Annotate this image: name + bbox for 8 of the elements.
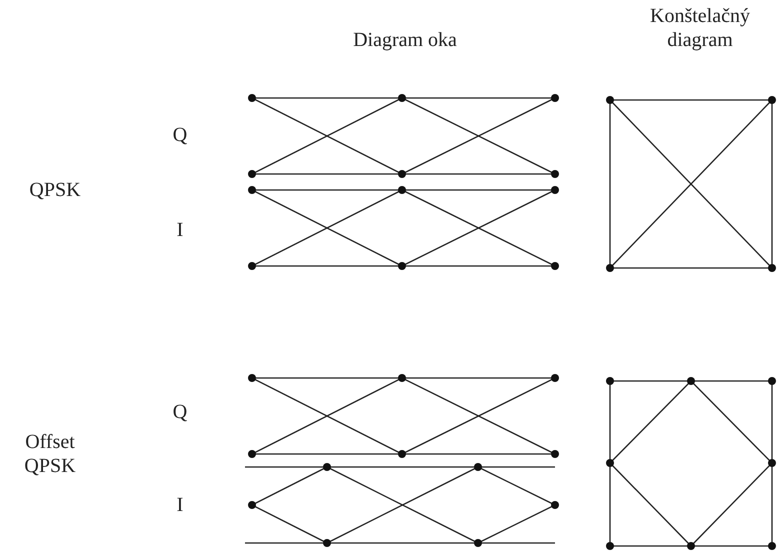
column-heading: Konštelačný diagram — [649, 4, 751, 52]
axis-label: I — [176, 218, 184, 242]
axis-label: Q — [172, 123, 188, 147]
row-label: QPSK — [28, 178, 82, 202]
axis-label: Q — [172, 400, 188, 424]
column-heading: Diagram oka — [352, 28, 458, 52]
axis-label: I — [176, 493, 184, 517]
row-label: Offset QPSK — [23, 430, 77, 478]
